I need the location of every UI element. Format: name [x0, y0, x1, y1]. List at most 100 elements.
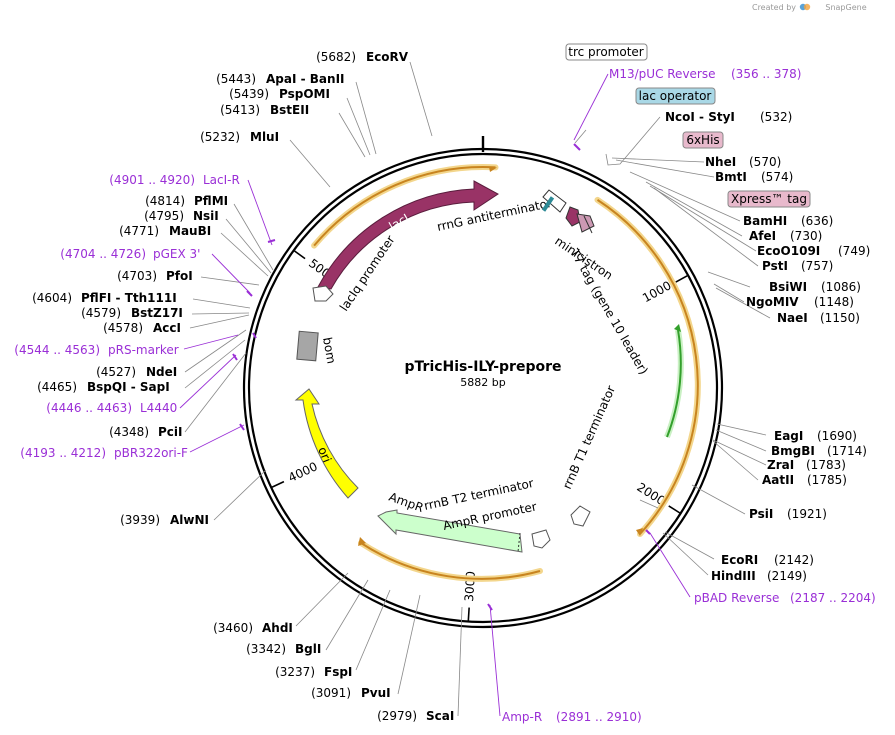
site-name: AfeI: [749, 229, 776, 243]
tick-4000: 4000: [271, 459, 320, 488]
site-num: (5413): [220, 103, 260, 117]
site-num: (2142): [774, 553, 814, 567]
site-name: NcoI - StyI: [665, 110, 735, 124]
site-num: (3237): [275, 665, 315, 679]
site-num: (4771): [119, 224, 159, 238]
site-name: PflFI - Tth111I: [81, 291, 177, 305]
site-num: (3939): [120, 513, 160, 527]
site-num: (636): [801, 214, 833, 228]
site-name: AccI: [153, 321, 181, 335]
primer-range: (4544 .. 4563): [14, 343, 100, 357]
site-num: (4604): [32, 291, 72, 305]
primer-range: (4704 .. 4726): [60, 247, 146, 261]
site-name: EcoRI: [721, 553, 758, 567]
site-num: (4795): [144, 209, 184, 223]
primer-name: LacI-R: [203, 173, 240, 187]
site-name: AatII: [762, 473, 794, 487]
ori-arrow: [294, 388, 359, 499]
primer-range: (4446 .. 4463): [46, 401, 132, 415]
site-name: PspOMI: [279, 87, 330, 101]
site-num: (1921): [787, 507, 827, 521]
laci-arrow: [317, 180, 499, 290]
laciq-promoter-label: lacIq promoter: [337, 233, 398, 314]
site-name: AlwNI: [170, 513, 209, 527]
site-num: (4527): [96, 365, 136, 379]
primer-name: Amp-R: [502, 710, 542, 724]
site-num: (5439): [229, 87, 269, 101]
site-name: EcoO109I: [757, 244, 820, 258]
site-num: (4579): [81, 306, 121, 320]
site-num: (5682): [316, 50, 356, 64]
site-name: BspQI - SapI: [87, 380, 170, 394]
laciq-promoter-arrow: [312, 285, 334, 302]
site-name: PvuI: [361, 686, 391, 700]
site-num: (1690): [817, 429, 857, 443]
site-name: PflMI: [194, 194, 228, 208]
green-arc-glow: [664, 329, 684, 439]
his-tag-box: [682, 131, 724, 149]
primer-range: (2187 .. 2204): [790, 591, 876, 605]
ampr-promoter-arrow: [531, 529, 551, 549]
site-num: (574): [761, 170, 793, 184]
site-num: (532): [760, 110, 792, 124]
xpress-tag-box: [727, 190, 811, 208]
site-num: (570): [749, 155, 781, 169]
site-name: NheI: [705, 155, 736, 169]
plasmid-size: 5882 bp: [460, 376, 505, 389]
site-num: (757): [801, 259, 833, 273]
site-name: MauBI: [169, 224, 211, 238]
site-name: EcoRV: [366, 50, 409, 64]
site-num: (1714): [827, 444, 867, 458]
site-name: PfoI: [166, 269, 193, 283]
site-name: BmgBI: [771, 444, 815, 458]
site-num: (1783): [806, 458, 846, 472]
primer-name: pGEX 3': [153, 247, 200, 261]
site-name: NgoMIV: [746, 295, 799, 309]
orf-arc-top: [313, 166, 496, 247]
site-num: (730): [790, 229, 822, 243]
lac-operator-label: lac operator: [639, 89, 712, 103]
site-name: BsiWI: [769, 280, 807, 294]
promoter-cluster: [541, 189, 595, 234]
site-num: (4578): [103, 321, 143, 335]
snapgene-logo-icon: [799, 3, 811, 11]
svg-text:4000: 4000: [286, 459, 320, 485]
tick-marks: 1000 2000 3000 4000 5000: [271, 250, 688, 621]
bom-box: [296, 330, 319, 362]
primer-lines: [179, 73, 691, 717]
snapgene-brand: SnapGene: [825, 3, 866, 12]
site-name: ApaI - BanII: [266, 72, 345, 86]
primer-marks: [232, 143, 651, 611]
primer-range: (356 .. 378): [731, 67, 801, 81]
site-num: (749): [838, 244, 870, 258]
primer-range: (4193 .. 4212): [20, 446, 106, 460]
site-name: ZraI: [767, 458, 794, 472]
primer-name: pBR322ori-F: [114, 446, 188, 460]
site-name: NdeI: [146, 365, 177, 379]
his-tag-label: 6xHis: [686, 133, 719, 147]
ori-label: ori: [315, 445, 334, 465]
site-name: NsiI: [193, 209, 219, 223]
lac-operator-box: [635, 87, 716, 105]
primer-name: pRS-marker: [108, 343, 179, 357]
site-num: (4348): [109, 425, 149, 439]
site-num: (5443): [216, 72, 256, 86]
primer-range: (2891 .. 2910): [556, 710, 642, 724]
primer-labels: (4901 .. 4920) LacI-R (4704 .. 4726) pGE…: [14, 67, 875, 724]
site-name: BglI: [295, 642, 321, 656]
site-num: (1785): [807, 473, 847, 487]
orf-arc-right-arrowhead: [636, 528, 643, 536]
site-num: (4703): [117, 269, 157, 283]
primer-name: L4440: [140, 401, 177, 415]
plasmid-name: pTricHis-ILY-prepore: [405, 359, 562, 375]
primer-name: pBAD Reverse: [694, 591, 779, 605]
site-name: PstI: [762, 259, 788, 273]
site-name: HindIII: [711, 569, 756, 583]
bom-label: bom: [320, 336, 338, 365]
site-name: FspI: [324, 665, 352, 679]
site-num: (2979): [377, 709, 417, 723]
site-num: (1148): [814, 295, 854, 309]
site-num: (4465): [37, 380, 77, 394]
trc-promoter-label: trc promoter: [568, 45, 644, 59]
